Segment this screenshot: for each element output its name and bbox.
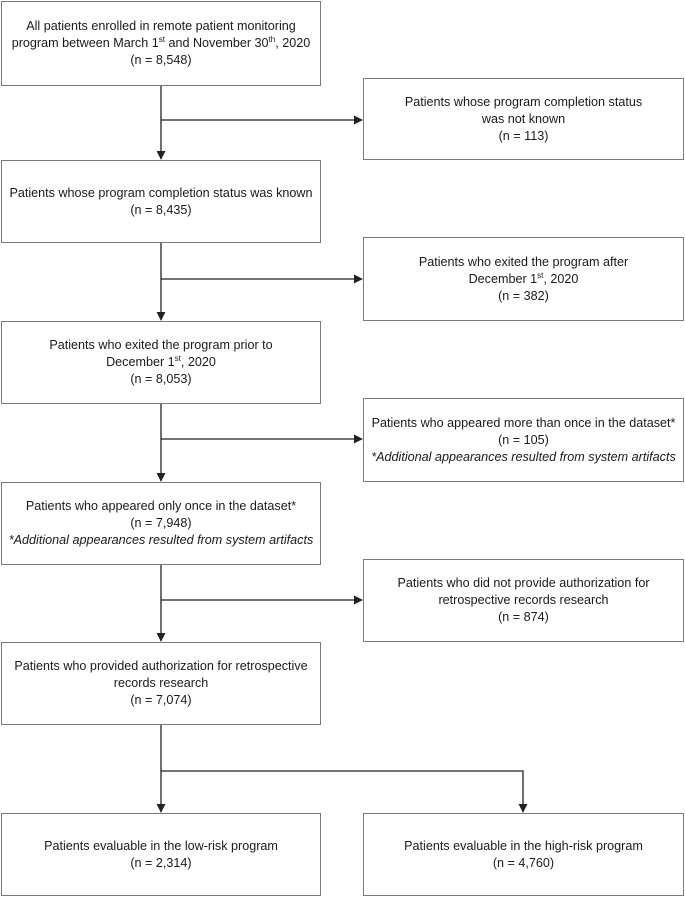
status-unknown-count: (n = 113) [498, 128, 549, 143]
no-authorization-line2: retrospective records research [438, 593, 609, 607]
no-authorization-count: (n = 874) [498, 610, 549, 624]
box-low-risk: Patients evaluable in the low-risk progr… [1, 813, 321, 896]
high-risk-line1: Patients evaluable in the high-risk prog… [404, 838, 643, 853]
box-authorization: Patients who provided authorization for … [1, 642, 321, 725]
appeared-once-line1: Patients who appeared only once in the d… [25, 499, 297, 513]
authorization-count: (n = 7,074) [130, 693, 192, 707]
arrow-auth-to-high [161, 770, 528, 813]
status-known-count: (n = 8,435) [130, 202, 192, 217]
box-exited-prior: Patients who exited the program prior to… [1, 321, 321, 404]
appeared-more-line1: Patients who appeared more than once in … [371, 415, 676, 430]
box-status-unknown: Patients whose program completion status… [363, 78, 684, 160]
box-exited-after: Patients who exited the program after De… [363, 237, 684, 321]
enrolled-count: (n = 8,548) [130, 53, 192, 67]
exited-prior-count: (n = 8,053) [130, 372, 192, 386]
box-no-authorization: Patients who did not provide authorizati… [363, 559, 684, 642]
enrolled-line2: program between March 1st and November 3… [11, 34, 311, 50]
appeared-more-count: (n = 105) [498, 432, 549, 447]
exited-after-count: (n = 382) [498, 288, 549, 303]
low-risk-line1: Patients evaluable in the low-risk progr… [44, 838, 278, 853]
box-appeared-more: Patients who appeared more than once in … [363, 398, 684, 482]
exited-after-line2: December 1st, 2020 [468, 270, 579, 286]
box-enrolled: All patients enrolled in remote patient … [1, 1, 321, 86]
high-risk-count: (n = 4,760) [492, 855, 555, 870]
status-unknown-line1: Patients whose program completion status [404, 94, 643, 109]
status-known-line1: Patients whose program completion status… [9, 185, 313, 200]
low-risk-count: (n = 2,314) [130, 855, 192, 870]
appeared-more-note: *Additional appearances resulted from sy… [371, 449, 676, 464]
box-high-risk: Patients evaluable in the high-risk prog… [363, 813, 684, 896]
box-status-known: Patients whose program completion status… [1, 160, 321, 243]
box-appeared-once: Patients who appeared only once in the d… [1, 482, 321, 565]
exited-after-line1: Patients who exited the program after [418, 254, 629, 269]
authorization-line1: Patients who provided authorization for … [14, 659, 308, 673]
status-unknown-line2: was not known [481, 111, 566, 126]
enrolled-line1: All patients enrolled in remote patient … [26, 19, 296, 33]
appeared-once-note: *Additional appearances resulted from sy… [8, 533, 314, 547]
exited-prior-line1: Patients who exited the program prior to [49, 338, 273, 352]
no-authorization-line1: Patients who did not provide authorizati… [397, 576, 650, 590]
appeared-once-count: (n = 7,948) [130, 516, 192, 530]
exited-prior-line2: December 1st, 2020 [106, 353, 216, 369]
authorization-line2: records research [113, 676, 209, 690]
